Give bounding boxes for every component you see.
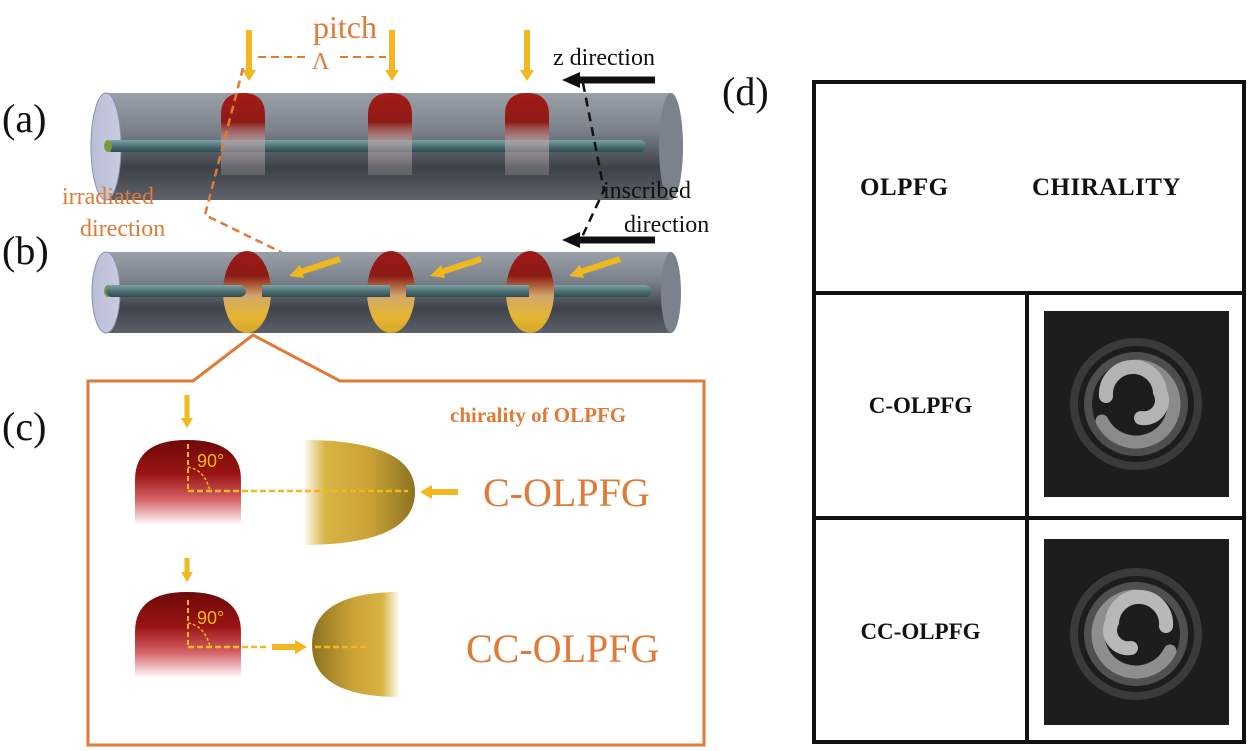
red-disk-c — [135, 440, 241, 525]
header-chirality: CHIRALITY — [1032, 174, 1181, 201]
grating-a-1 — [221, 93, 265, 175]
inscribed-arrow-icon — [562, 232, 655, 248]
z-direction-label: z direction — [553, 45, 655, 71]
chirality-title: chirality of OLPFG — [450, 403, 626, 427]
angle-label-cc: 90° — [197, 608, 224, 628]
irradiation-arrows — [289, 256, 621, 278]
table-header-row: OLPFG CHIRALITY — [816, 84, 1242, 295]
panel-c-box — [86, 333, 706, 747]
arrow-left-icon — [420, 485, 432, 499]
irradiated-label-line2: direction — [80, 216, 165, 242]
pitch-label: pitch — [313, 9, 377, 45]
z-direction-arrow-icon — [562, 72, 655, 88]
cc-olpfg-illustration: 90° — [135, 558, 400, 697]
inscribed-direction-line — [580, 82, 606, 238]
lambda-symbol: Λ — [312, 49, 330, 75]
panel-label-d: (d) — [722, 69, 769, 114]
c-olpfg-label: C-OLPFG — [483, 470, 650, 515]
pitch-arrows — [242, 30, 534, 81]
grating-b-2 — [367, 251, 415, 333]
grating-a-3 — [505, 93, 549, 175]
c-olpfg-illustration: 90° — [135, 395, 458, 545]
chirality-table: OLPFG CHIRALITY C-OLPFG CC-OLPFG — [812, 80, 1246, 744]
header-olpfg: OLPFG — [860, 174, 949, 201]
panel-label-b: (b) — [2, 228, 49, 273]
arrow-right-icon — [295, 640, 307, 654]
inscribed-label-line1: inscribed — [603, 178, 691, 204]
fiber-a — [90, 92, 683, 201]
grating-a-2 — [368, 93, 412, 175]
row-olpfg-label: C-OLPFG — [868, 392, 973, 418]
angle-label-c: 90° — [197, 451, 224, 471]
gold-disk-c — [303, 440, 415, 545]
table-row: C-OLPFG — [816, 295, 1242, 520]
fiber-diagram-svg: pitch Λ z direction inscribed direction … — [62, 9, 709, 747]
gold-disk-cc — [312, 592, 400, 697]
panel-label-a: (a) — [2, 96, 47, 141]
irradiated-label-line1: irradiated — [62, 184, 154, 210]
table-row: CC-OLPFG — [816, 520, 1242, 744]
arrow-down-icon — [181, 572, 193, 582]
panel-label-c: (c) — [2, 404, 47, 449]
inscribed-label-line2: direction — [624, 212, 709, 238]
grating-b-1 — [223, 251, 271, 333]
counterclockwise-spiral-image — [1044, 539, 1229, 725]
arrow-down-icon — [181, 418, 193, 428]
row-olpfg-label: CC-OLPFG — [860, 619, 981, 644]
clockwise-spiral-image — [1044, 311, 1229, 497]
grating-b-3 — [506, 251, 554, 333]
cc-olpfg-label: CC-OLPFG — [466, 626, 659, 671]
fiber-b — [91, 232, 681, 334]
